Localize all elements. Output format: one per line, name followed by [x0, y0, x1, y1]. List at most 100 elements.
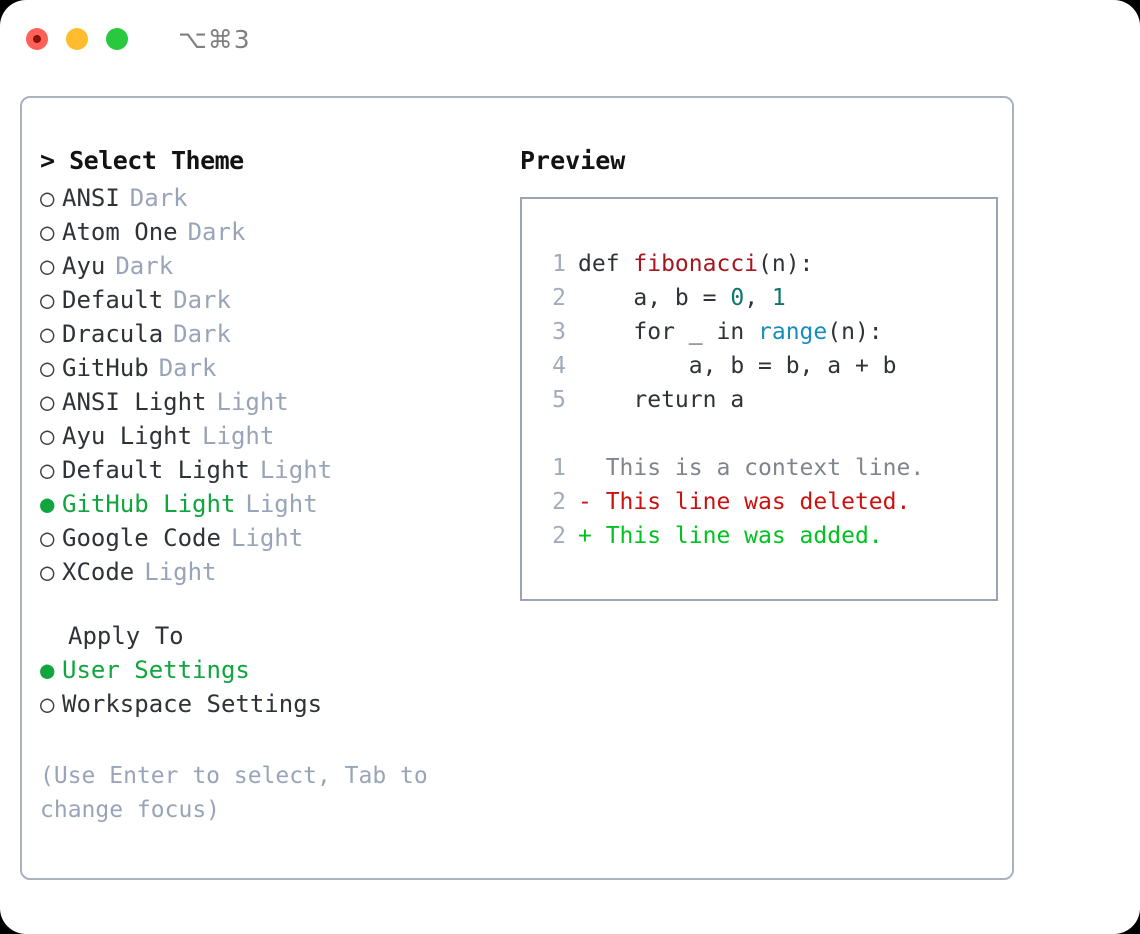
token-plain: def: [578, 251, 634, 277]
theme-option-9[interactable]: ●GitHub Light Light: [40, 487, 500, 521]
diff-sample: 1 This is a context line. 2 - This line wa…: [540, 451, 996, 553]
option-badge: Dark: [173, 320, 231, 348]
token-plain: (n):: [827, 319, 883, 345]
token-num: 0: [730, 285, 745, 311]
radio-unselected-icon: ○: [40, 524, 55, 552]
token-plain: (n):: [758, 251, 814, 277]
option-badge: Light: [216, 388, 289, 416]
code-line-0: 1 def fibonacci(n):: [540, 247, 996, 281]
option-label: Atom One: [62, 218, 178, 246]
line-number: 2: [552, 523, 566, 549]
title-bar: ⌥⌘3: [0, 0, 1140, 78]
line-number: 4: [552, 353, 566, 379]
code-line-2: 3 for _ in range(n):: [540, 315, 996, 349]
token-del: - This line was deleted.: [578, 489, 911, 515]
option-label: Ayu Light: [62, 422, 193, 450]
radio-unselected-icon: ○: [40, 690, 55, 718]
window-controls: [26, 28, 128, 50]
theme-option-6[interactable]: ○ANSI Light Light: [40, 385, 500, 419]
option-label: Dracula: [62, 320, 164, 348]
option-label: GitHub: [62, 354, 149, 382]
line-number: 1: [552, 251, 566, 277]
theme-option-1[interactable]: ○Atom One Dark: [40, 215, 500, 249]
radio-unselected-icon: ○: [40, 320, 55, 348]
minimize-button-icon[interactable]: [66, 28, 88, 50]
option-badge: Dark: [173, 286, 231, 314]
line-number: 2: [552, 489, 566, 515]
theme-option-8[interactable]: ○Default Light Light: [40, 453, 500, 487]
apply-option-0[interactable]: ●User Settings: [40, 653, 500, 687]
code-line-text: - This line was deleted.: [578, 485, 910, 519]
close-button-icon[interactable]: [26, 28, 48, 50]
option-badge: Light: [202, 422, 275, 450]
option-label: GitHub Light: [62, 490, 236, 518]
theme-option-2[interactable]: ○Ayu Dark: [40, 249, 500, 283]
list-spacer: [40, 589, 500, 619]
apply-to-list[interactable]: ●User Settings○Workspace Settings: [40, 653, 500, 721]
code-line-4: 5 return a: [540, 383, 996, 417]
code-line-text: + This line was added.: [578, 519, 883, 553]
apply-to-heading: Apply To: [68, 622, 184, 650]
option-label: XCode: [62, 558, 135, 586]
option-label: Default: [62, 286, 164, 314]
token-plain: for _ in: [578, 319, 759, 345]
theme-option-3[interactable]: ○Default Dark: [40, 283, 500, 317]
option-label: ANSI: [62, 184, 120, 212]
theme-option-5[interactable]: ○GitHub Dark: [40, 351, 500, 385]
option-badge: Light: [259, 456, 333, 484]
select-theme-heading: > Select Theme: [40, 146, 244, 175]
code-line-text: for _ in range(n):: [578, 315, 883, 349]
token-num: 1: [771, 285, 786, 311]
radio-unselected-icon: ○: [40, 286, 55, 314]
keyboard-hint-text: (Use Enter to select, Tab to change focu…: [40, 763, 428, 823]
option-badge: Dark: [187, 218, 246, 246]
diff-line-0: 1 This is a context line.: [540, 451, 996, 485]
diff-line-1: 2 - This line was deleted.: [540, 485, 996, 519]
option-label: Default Light: [62, 456, 250, 484]
close-dot-icon: [33, 35, 41, 43]
code-diff-gap: [540, 417, 996, 451]
code-line-text: a, b = 0, 1: [578, 281, 786, 315]
radio-unselected-icon: ○: [40, 354, 55, 382]
radio-unselected-icon: ○: [40, 456, 55, 484]
option-label: ANSI Light: [62, 388, 207, 416]
token-ctx: This is a context line.: [578, 455, 925, 481]
option-badge: Dark: [115, 252, 174, 280]
radio-unselected-icon: ○: [40, 184, 55, 212]
line-number: 3: [552, 319, 566, 345]
option-label: User Settings: [62, 656, 250, 684]
radio-unselected-icon: ○: [40, 218, 55, 246]
token-plain: ,: [744, 285, 772, 311]
apply-option-1[interactable]: ○Workspace Settings: [40, 687, 500, 721]
line-number: 2: [552, 285, 566, 311]
option-badge: Dark: [158, 354, 217, 382]
code-line-1: 2 a, b = 0, 1: [540, 281, 996, 315]
option-label: Ayu: [62, 252, 106, 280]
radio-selected-icon: ●: [40, 656, 55, 684]
token-plain: a, b = b, a + b: [578, 353, 897, 379]
diff-line-2: 2 + This line was added.: [540, 519, 996, 553]
radio-unselected-icon: ○: [40, 558, 55, 586]
option-badge: Light: [245, 490, 318, 518]
radio-unselected-icon: ○: [40, 252, 55, 280]
preview-heading: Preview: [520, 146, 626, 175]
keyboard-shortcut-label: ⌥⌘3: [178, 24, 251, 54]
theme-option-4[interactable]: ○Dracula Dark: [40, 317, 500, 351]
code-line-text: def fibonacci(n):: [578, 247, 813, 281]
radio-unselected-icon: ○: [40, 388, 55, 416]
radio-selected-icon: ●: [40, 490, 55, 518]
maximize-button-icon[interactable]: [106, 28, 128, 50]
token-plain: return a: [578, 387, 745, 413]
option-badge: Light: [230, 524, 304, 552]
token-fn: fibonacci: [633, 251, 759, 277]
